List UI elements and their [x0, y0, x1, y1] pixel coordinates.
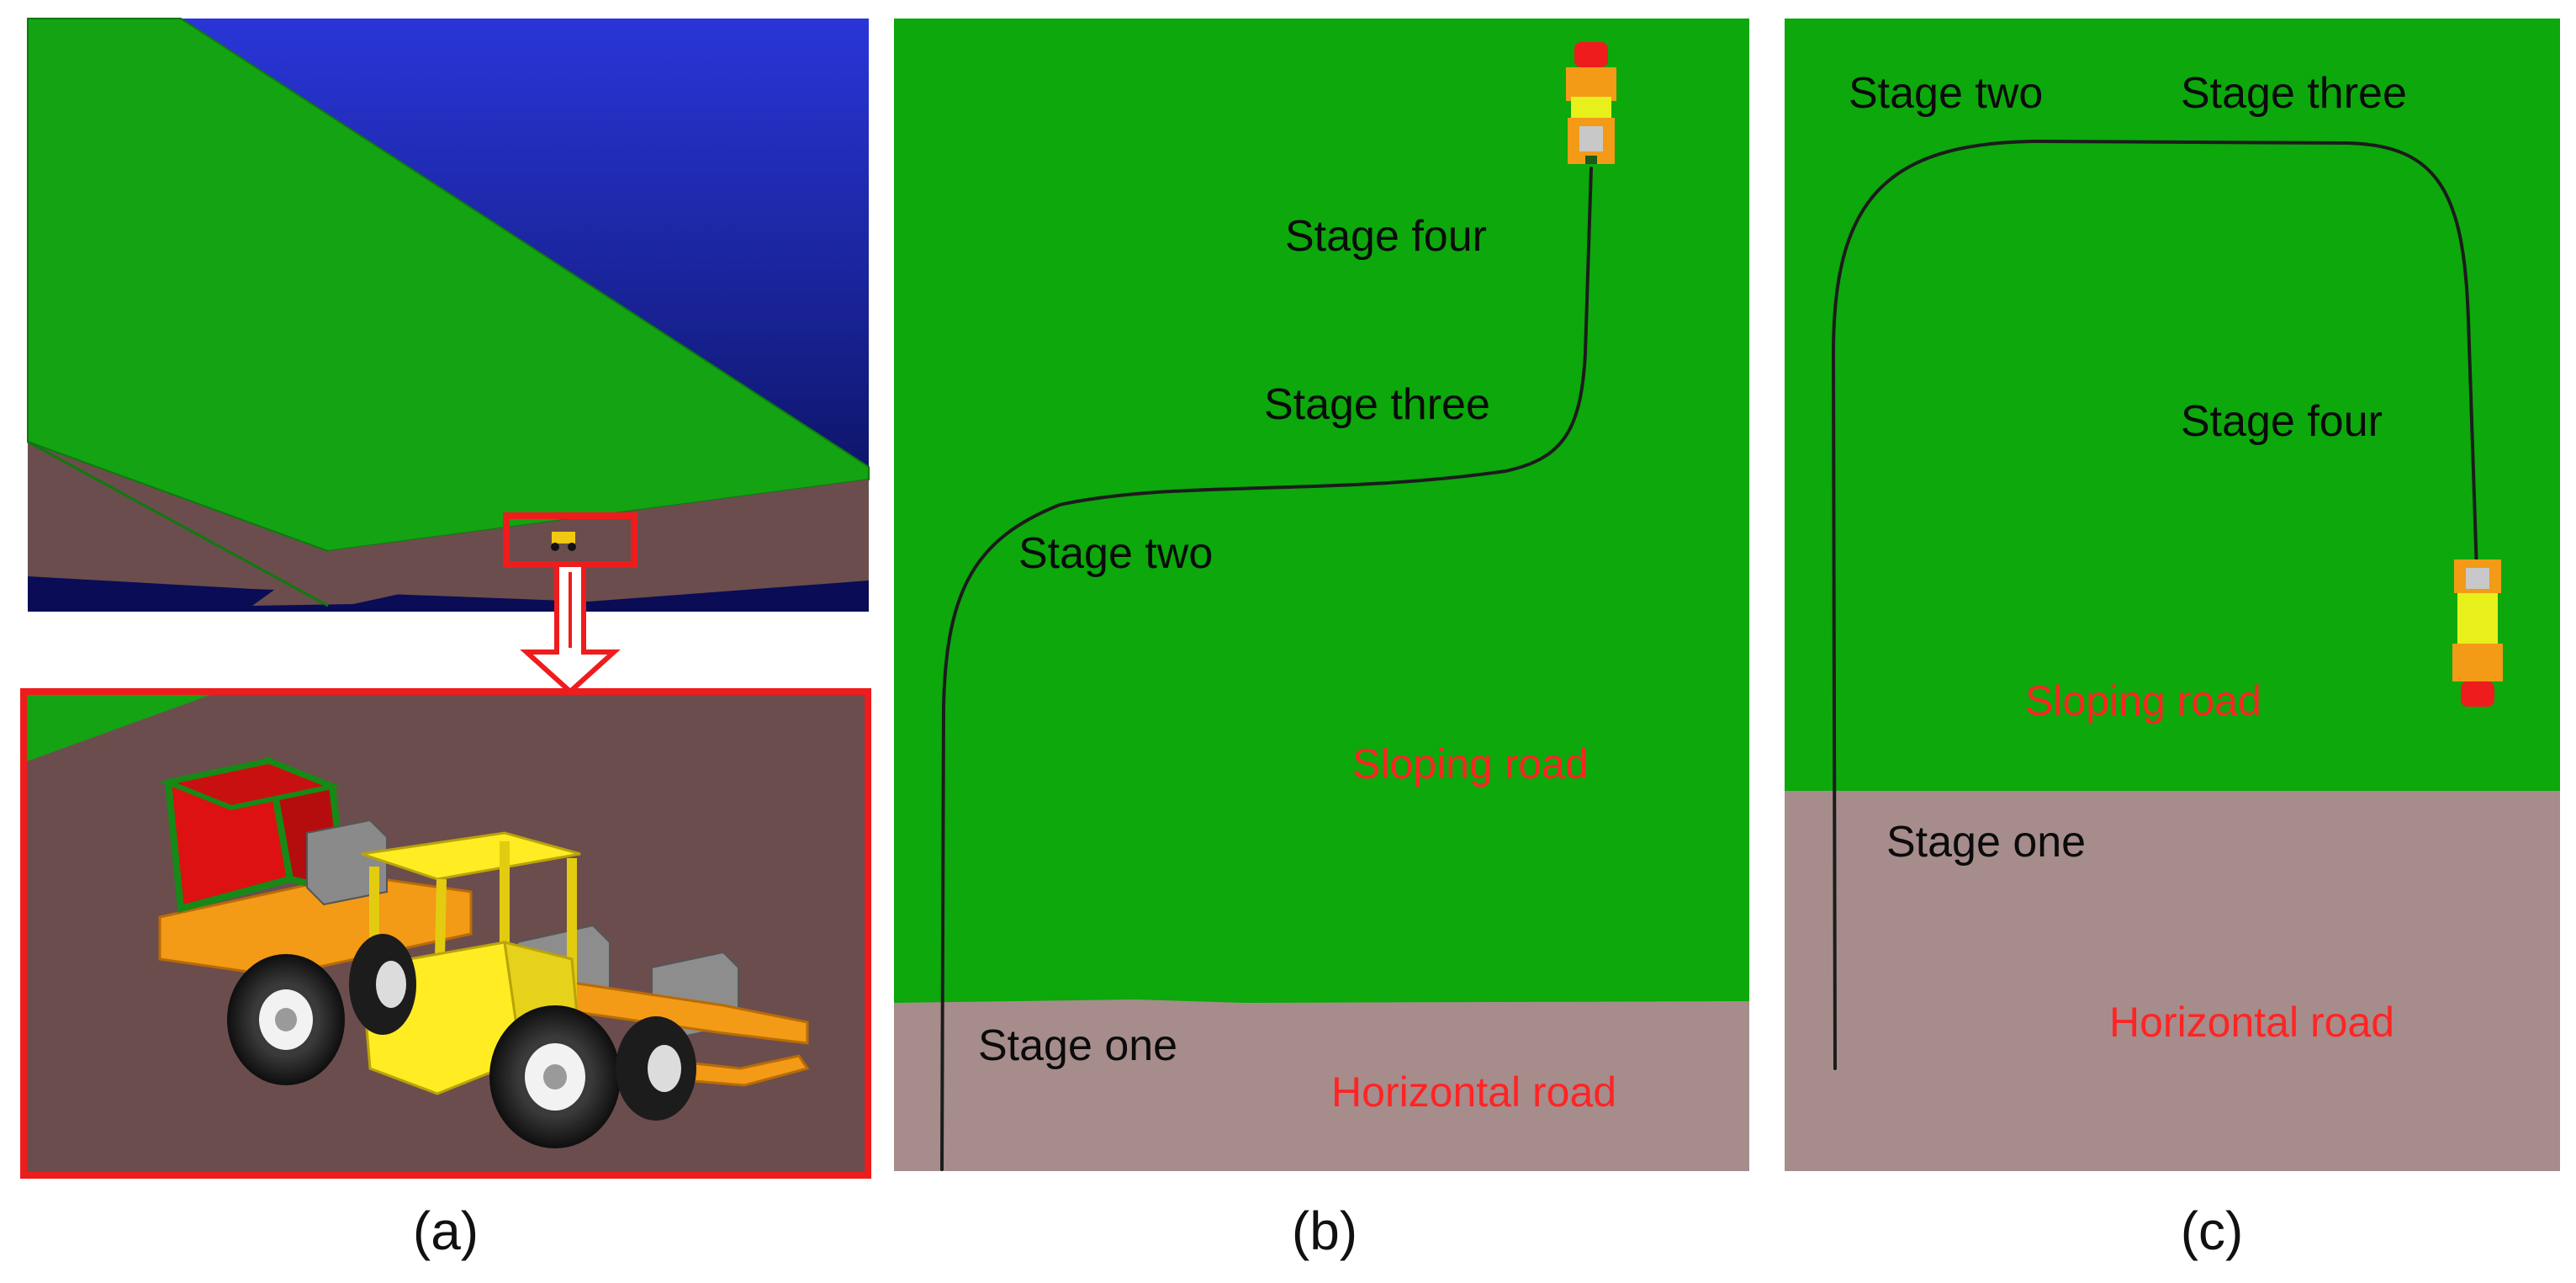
label-horizontal-road: Horizontal road: [1331, 1068, 1616, 1116]
zoom-arrow-icon: [520, 562, 621, 696]
panel-a-zoom: [20, 688, 871, 1179]
panel-c: Stage two Stage three Stage four Sloping…: [1785, 19, 2560, 1261]
label-sloping-road: Sloping road: [2025, 677, 2261, 724]
label-stage-two: Stage two: [1018, 529, 1213, 578]
vehicle-top-icon-b: [1566, 42, 1616, 164]
label-stage-two: Stage two: [1849, 69, 2043, 118]
small-vehicle-icon: [551, 532, 576, 551]
label-stage-one: Stage one: [978, 1021, 1177, 1070]
label-stage-one: Stage one: [1886, 818, 2086, 867]
horizontal-road-area: [1785, 791, 2560, 1171]
panel-b: Stage four Stage three Stage two Sloping…: [894, 19, 1749, 1261]
sloping-road-area: [894, 19, 1749, 1003]
horizontal-road-area: [894, 999, 1749, 1171]
label-stage-four: Stage four: [2181, 397, 2383, 446]
caption-a: (a): [413, 1201, 479, 1261]
sloping-road-area: [1785, 19, 2560, 791]
caption-c: (c): [2181, 1201, 2244, 1261]
label-stage-three: Stage three: [2181, 69, 2407, 118]
caption-b: (b): [1292, 1201, 1357, 1261]
trajectory-path-b: [940, 167, 1593, 1171]
panel-a: (a): [20, 18, 871, 1261]
label-sloping-road: Sloping road: [1352, 740, 1589, 787]
label-horizontal-road: Horizontal road: [2109, 999, 2394, 1046]
label-stage-four: Stage four: [1285, 212, 1487, 261]
panel-a-scene: [27, 18, 870, 612]
vehicle-top-icon-c: [2452, 559, 2503, 707]
label-stage-three: Stage three: [1264, 380, 1490, 429]
trajectory-path-c: [1832, 140, 2478, 1070]
mining-vehicle-icon: [158, 755, 810, 1148]
lower-dark-band: [28, 576, 869, 612]
